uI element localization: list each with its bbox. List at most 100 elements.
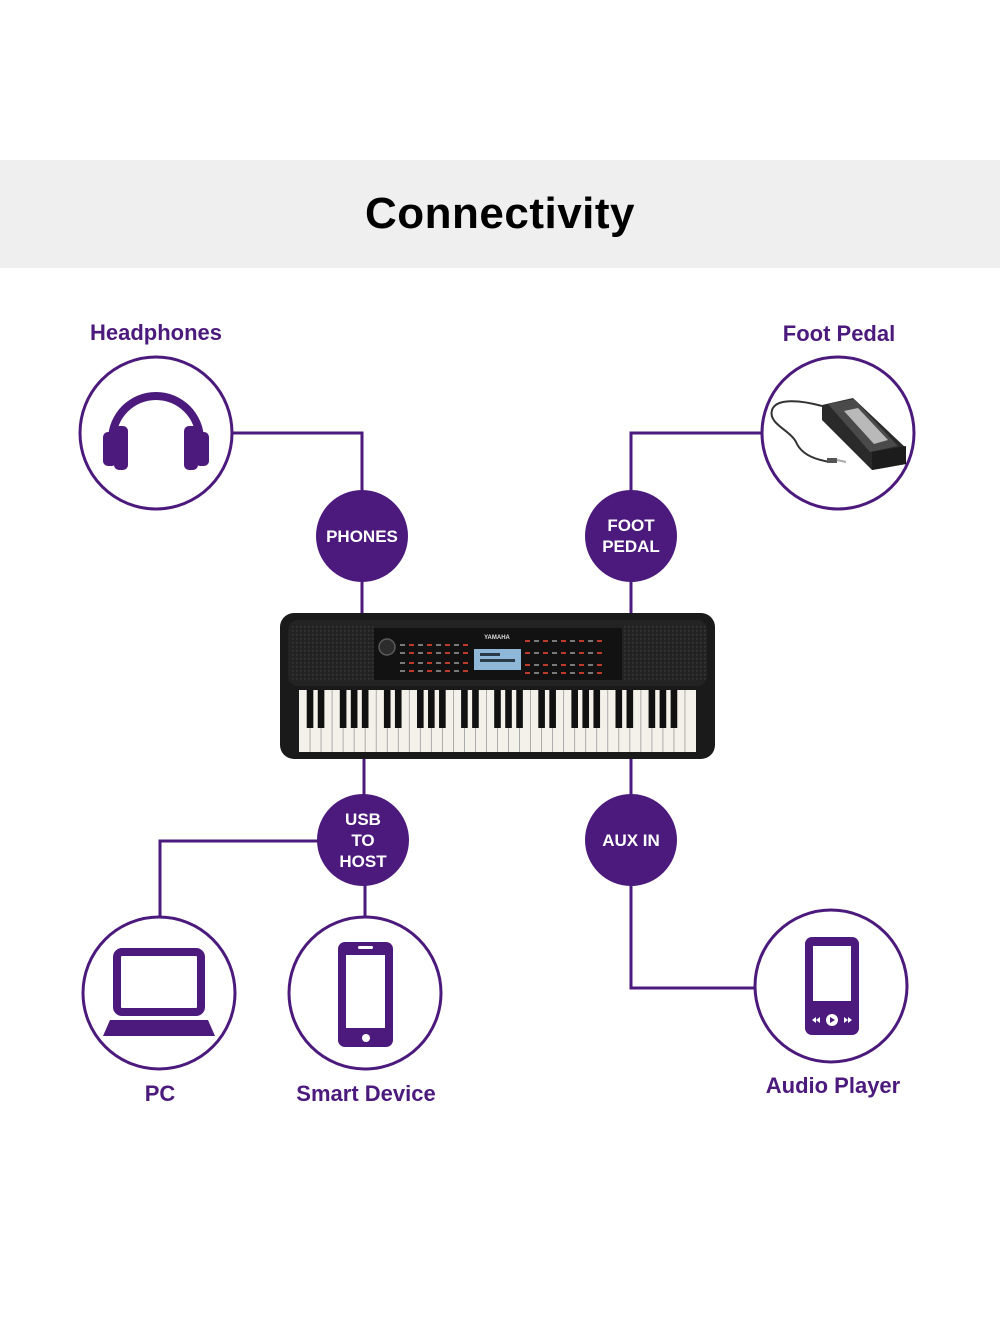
black-key	[494, 690, 501, 728]
black-key	[395, 690, 402, 728]
speaker-hole	[308, 662, 310, 664]
panel-button	[534, 672, 539, 674]
speaker-hole	[352, 642, 354, 644]
speaker-hole	[632, 630, 634, 632]
speaker-hole	[664, 666, 666, 668]
speaker-hole	[676, 658, 678, 660]
speaker-hole	[688, 678, 690, 680]
speaker-hole	[672, 674, 674, 676]
speaker-hole	[304, 670, 306, 672]
speaker-hole	[676, 642, 678, 644]
speaker-hole	[676, 678, 678, 680]
speaker-hole	[684, 658, 686, 660]
speaker-hole	[332, 658, 334, 660]
speaker-hole	[660, 674, 662, 676]
speaker-hole	[672, 642, 674, 644]
speaker-hole	[348, 630, 350, 632]
speaker-hole	[328, 634, 330, 636]
black-key	[417, 690, 424, 728]
speaker-hole	[700, 654, 702, 656]
speaker-hole	[308, 646, 310, 648]
speaker-hole	[292, 630, 294, 632]
speaker-hole	[316, 666, 318, 668]
speaker-hole	[344, 658, 346, 660]
speaker-hole	[308, 650, 310, 652]
speaker-hole	[332, 678, 334, 680]
speaker-hole	[696, 654, 698, 656]
black-key	[505, 690, 512, 728]
speaker-hole	[704, 650, 706, 652]
speaker-hole	[632, 658, 634, 660]
speaker-hole	[340, 634, 342, 636]
panel-button	[588, 664, 593, 666]
speaker-hole	[660, 662, 662, 664]
speaker-hole	[348, 634, 350, 636]
speaker-hole	[316, 650, 318, 652]
speaker-hole	[368, 642, 370, 644]
speaker-hole	[640, 678, 642, 680]
speaker-hole	[624, 646, 626, 648]
speaker-hole	[624, 674, 626, 676]
speaker-hole	[672, 650, 674, 652]
speaker-hole	[324, 678, 326, 680]
speaker-hole	[352, 650, 354, 652]
speaker-hole	[316, 646, 318, 648]
speaker-hole	[668, 634, 670, 636]
speaker-hole	[628, 662, 630, 664]
speaker-hole	[672, 630, 674, 632]
speaker-hole	[316, 678, 318, 680]
panel-button	[597, 664, 602, 666]
speaker-hole	[348, 642, 350, 644]
speaker-hole	[336, 670, 338, 672]
speaker-hole	[340, 638, 342, 640]
panel-button	[543, 652, 548, 654]
speaker-hole	[296, 626, 298, 628]
speaker-hole	[624, 666, 626, 668]
speaker-hole	[652, 634, 654, 636]
speaker-hole	[308, 654, 310, 656]
panel-button	[579, 672, 584, 674]
speaker-hole	[648, 662, 650, 664]
speaker-hole	[656, 646, 658, 648]
speaker-hole	[340, 646, 342, 648]
black-key	[362, 690, 369, 728]
speaker-hole	[360, 646, 362, 648]
speaker-hole	[320, 654, 322, 656]
speaker-hole	[692, 658, 694, 660]
speaker-hole	[672, 666, 674, 668]
speaker-hole	[652, 626, 654, 628]
speaker-hole	[636, 638, 638, 640]
speaker-hole	[660, 638, 662, 640]
speaker-hole	[332, 674, 334, 676]
speaker-hole	[692, 666, 694, 668]
port-label-line: AUX IN	[602, 830, 660, 851]
speaker-hole	[300, 666, 302, 668]
speaker-hole	[336, 650, 338, 652]
speaker-hole	[700, 674, 702, 676]
speaker-hole	[664, 642, 666, 644]
speaker-hole	[364, 666, 366, 668]
panel-button	[543, 672, 548, 674]
speaker-hole	[312, 654, 314, 656]
speaker-hole	[368, 674, 370, 676]
speaker-hole	[328, 674, 330, 676]
panel-button	[579, 640, 584, 642]
speaker-hole	[644, 646, 646, 648]
speaker-hole	[296, 646, 298, 648]
speaker-hole	[296, 666, 298, 668]
speaker-hole	[628, 658, 630, 660]
connector-pc	[160, 841, 318, 918]
speaker-hole	[352, 634, 354, 636]
speaker-hole	[364, 674, 366, 676]
speaker-hole	[368, 658, 370, 660]
speaker-hole	[304, 654, 306, 656]
panel-button	[418, 662, 423, 664]
speaker-hole	[348, 678, 350, 680]
speaker-hole	[344, 666, 346, 668]
speaker-hole	[644, 670, 646, 672]
port-label-line: PHONES	[326, 526, 398, 547]
speaker-hole	[636, 654, 638, 656]
panel-button	[445, 644, 450, 646]
speaker-hole	[628, 670, 630, 672]
speaker-hole	[348, 662, 350, 664]
